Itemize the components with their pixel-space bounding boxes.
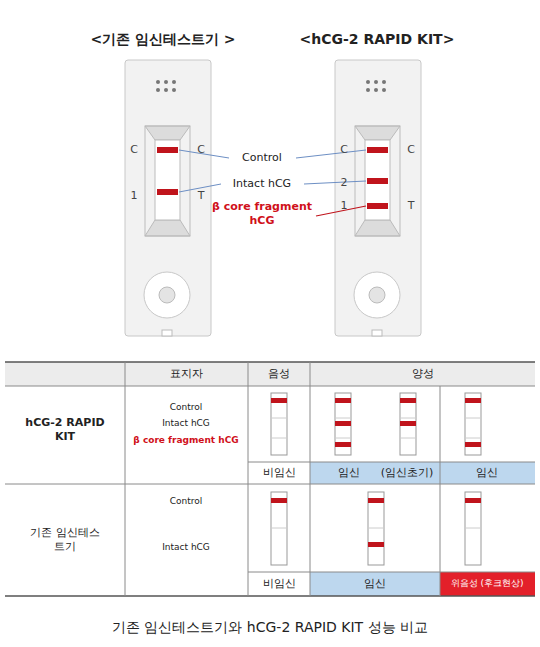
heading: <기존 임신테스트기 > bbox=[63, 31, 263, 49]
test-strip bbox=[335, 60, 421, 336]
strip-mark: 1 bbox=[127, 189, 141, 203]
status-cell: 임신 bbox=[442, 466, 532, 480]
marker-label: Control bbox=[230, 151, 294, 165]
caption: 기존 임신테스트기와 hCG-2 RAPID KIT 성능 비교 bbox=[10, 619, 530, 637]
strip-mark: T bbox=[194, 189, 208, 203]
row-header: 기존 임신테스트기 bbox=[25, 526, 105, 554]
marker-cell: Intact hCG bbox=[127, 418, 245, 429]
marker-label: Intact hCG bbox=[222, 177, 302, 191]
strip-mark: C bbox=[404, 143, 418, 157]
strip-mark: C bbox=[194, 143, 208, 157]
heading: <hCG-2 RAPID KIT> bbox=[277, 31, 477, 49]
strip-mark: C bbox=[337, 143, 351, 157]
table-grid bbox=[5, 362, 535, 596]
status-cell: 비임신 bbox=[250, 466, 308, 480]
status-cell: 위음성 (후크현상) bbox=[447, 578, 527, 589]
row-header: hCG-2 RAPID KIT bbox=[25, 416, 105, 444]
strip-mark: T bbox=[404, 199, 418, 213]
marker-cell: β core fragment hCG bbox=[127, 435, 245, 446]
status-cell: (임신초기) bbox=[375, 466, 439, 480]
status-cell: 임신 bbox=[324, 466, 374, 480]
strip-mark: C bbox=[127, 143, 141, 157]
status-cell: 비임신 bbox=[250, 577, 308, 591]
mini-strip bbox=[271, 393, 481, 565]
strip-mark: 2 bbox=[337, 176, 351, 190]
marker-label: β core fragment hCG bbox=[210, 200, 314, 228]
table-header: 양성 bbox=[323, 367, 523, 381]
table-header: 표지자 bbox=[136, 367, 236, 381]
table-header: 음성 bbox=[250, 367, 308, 381]
marker-cell: Control bbox=[127, 402, 245, 413]
marker-cell: Control bbox=[127, 496, 245, 507]
strip-mark: 1 bbox=[337, 199, 351, 213]
status-cell: 임신 bbox=[315, 577, 435, 591]
marker-cell: Intact hCG bbox=[127, 542, 245, 553]
leader-line bbox=[179, 150, 366, 192]
test-strip bbox=[125, 60, 211, 336]
